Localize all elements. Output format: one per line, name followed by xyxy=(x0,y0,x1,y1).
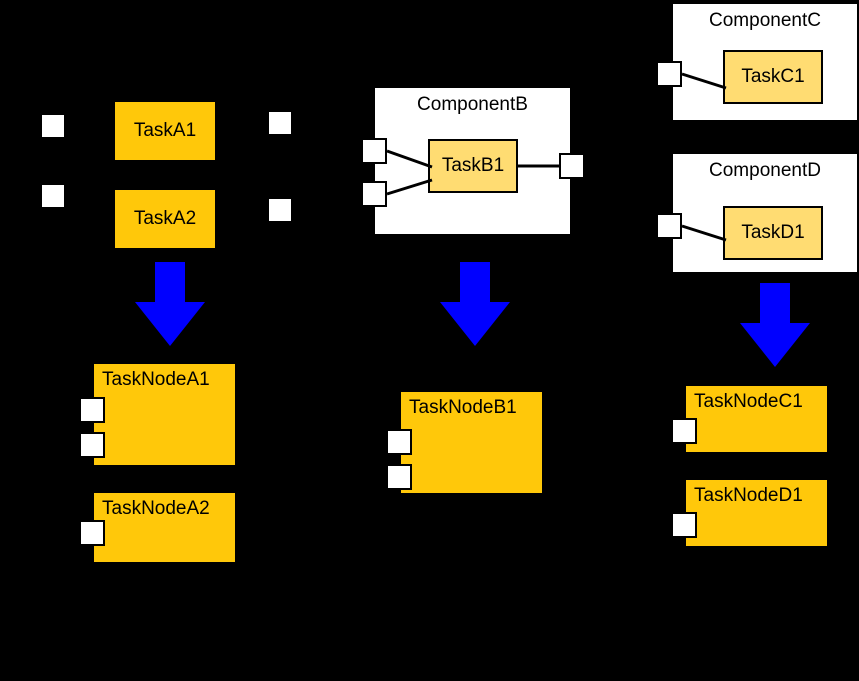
tasknode-box-taskNodeC1[interactable]: TaskNodeC1 xyxy=(684,384,829,454)
tasknode-label-taskNodeB1: TaskNodeB1 xyxy=(409,397,517,418)
transform-arrow-b-icon xyxy=(440,262,510,346)
tasknode-label-taskNodeA1: TaskNodeA1 xyxy=(102,369,210,390)
component-label-componentC: ComponentC xyxy=(709,10,821,31)
tasknode-label-taskNodeC1: TaskNodeC1 xyxy=(694,391,803,412)
task-label-taskB1: TaskB1 xyxy=(441,155,505,176)
task-box-taskD1[interactable]: TaskD1 xyxy=(723,206,823,260)
transform-arrow-a-icon xyxy=(135,262,205,346)
port-taskNodeA1-2[interactable] xyxy=(79,432,105,458)
port-taskA2-in[interactable] xyxy=(40,183,66,209)
port-taskNodeC1-1[interactable] xyxy=(671,418,697,444)
task-box-taskA2[interactable]: TaskA2 xyxy=(113,188,217,250)
port-componentB-in1[interactable] xyxy=(361,138,387,164)
port-taskA1-in[interactable] xyxy=(40,113,66,139)
tasknode-box-taskNodeA1[interactable]: TaskNodeA1 xyxy=(92,362,237,467)
tasknode-label-taskNodeA2: TaskNodeA2 xyxy=(102,498,210,519)
task-label-taskC1: TaskC1 xyxy=(741,66,805,87)
task-box-taskB1[interactable]: TaskB1 xyxy=(428,139,518,193)
port-taskNodeA1-1[interactable] xyxy=(79,397,105,423)
task-label-taskA1: TaskA1 xyxy=(133,120,197,141)
task-box-taskA1[interactable]: TaskA1 xyxy=(113,100,217,162)
tasknode-box-taskNodeD1[interactable]: TaskNodeD1 xyxy=(684,478,829,548)
task-label-taskA2: TaskA2 xyxy=(133,208,197,229)
port-taskNodeA2-1[interactable] xyxy=(79,520,105,546)
component-label-componentD: ComponentD xyxy=(709,160,821,181)
port-componentC-in1[interactable] xyxy=(656,61,682,87)
port-taskNodeB1-1[interactable] xyxy=(386,429,412,455)
component-label-componentB: ComponentB xyxy=(417,94,528,115)
port-taskNodeB1-2[interactable] xyxy=(386,464,412,490)
port-taskA2-out[interactable] xyxy=(267,197,293,223)
tasknode-box-taskNodeA2[interactable]: TaskNodeA2 xyxy=(92,491,237,564)
port-componentB-out1[interactable] xyxy=(559,153,585,179)
port-taskA1-out[interactable] xyxy=(267,110,293,136)
port-taskNodeD1-1[interactable] xyxy=(671,512,697,538)
port-componentD-in1[interactable] xyxy=(656,213,682,239)
task-box-taskC1[interactable]: TaskC1 xyxy=(723,50,823,104)
task-label-taskD1: TaskD1 xyxy=(741,222,805,243)
tasknode-label-taskNodeD1: TaskNodeD1 xyxy=(694,485,803,506)
port-componentB-in2[interactable] xyxy=(361,181,387,207)
tasknode-box-taskNodeB1[interactable]: TaskNodeB1 xyxy=(399,390,544,495)
transform-arrow-c-icon xyxy=(740,283,810,367)
